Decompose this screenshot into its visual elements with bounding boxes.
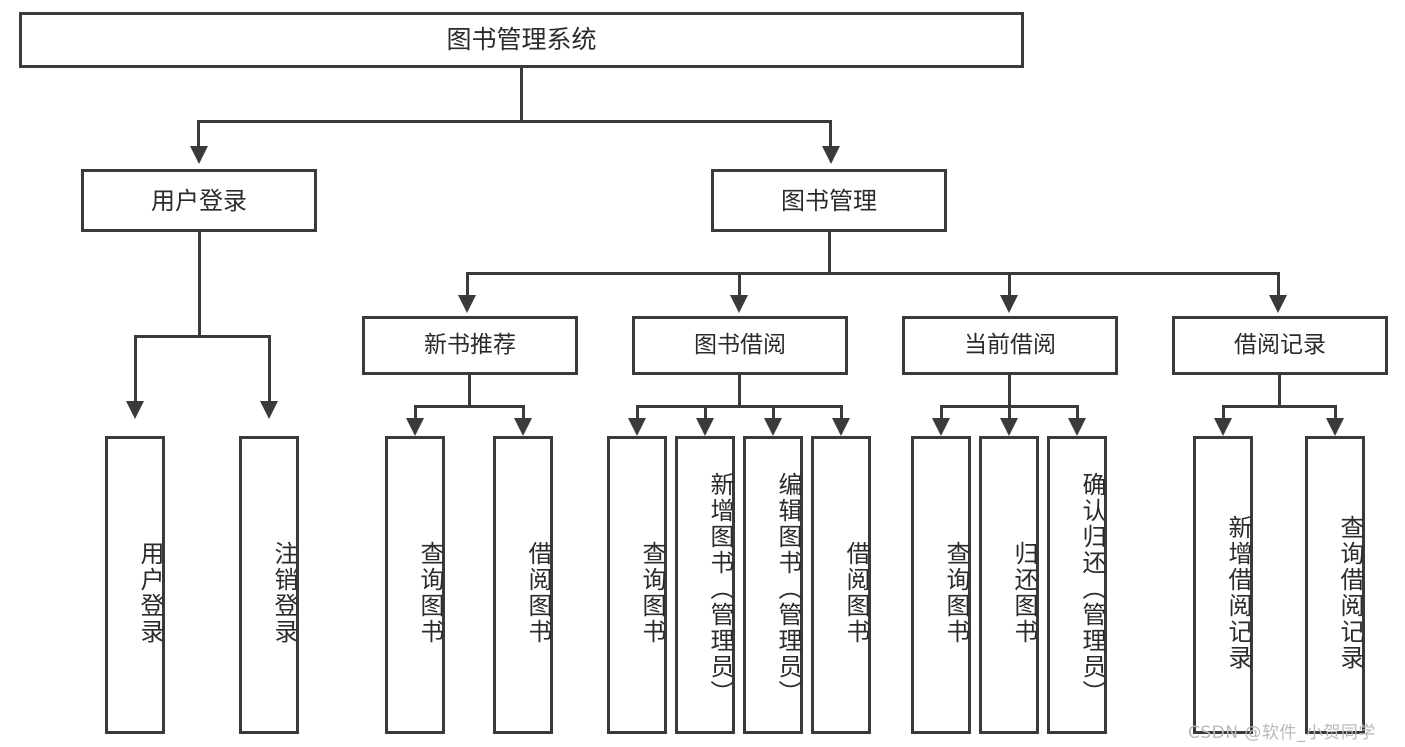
arrow-bm-to-new-book bbox=[458, 295, 476, 313]
node-current-borrow[interactable]: 当前借阅 bbox=[902, 316, 1118, 375]
leaf-book-borrow-edit-book-admin[interactable]: 编辑图书（管理员） bbox=[743, 436, 803, 734]
arrow-current-borrow-to-leaf-1 bbox=[1000, 418, 1018, 436]
arrow-book-borrow-to-leaf-3 bbox=[832, 418, 850, 436]
connector-current-borrow-to-leaf-1 bbox=[1008, 405, 1011, 420]
leaf-current-borrow-query-books[interactable]: 查询图书 bbox=[911, 436, 971, 734]
connector-book-borrow-stem bbox=[738, 375, 741, 405]
connector-current-borrow-to-leaf-0 bbox=[940, 405, 943, 420]
arrow-new-book-to-leaf-1 bbox=[514, 418, 532, 436]
arrow-bm-to-borrow-record bbox=[1269, 295, 1287, 313]
connector-bm-to-borrow-record bbox=[1277, 272, 1280, 297]
leaf-new-book-borrow-books[interactable]: 借阅图书 bbox=[493, 436, 553, 734]
leaf-borrow-record-add-record[interactable]: 新增借阅记录 bbox=[1193, 436, 1253, 734]
connector-new-book-to-leaf-0 bbox=[414, 405, 417, 420]
connector-book-borrow-bar bbox=[636, 405, 843, 408]
watermark-credit: CSDN @软件_小贺同学 bbox=[1188, 723, 1376, 743]
leaf-book-borrow-borrow-books[interactable]: 借阅图书 bbox=[811, 436, 871, 734]
node-book-borrow[interactable]: 图书借阅 bbox=[632, 316, 848, 375]
arrow-user-login-to-leaf-0 bbox=[126, 401, 144, 419]
node-borrow-record[interactable]: 借阅记录 bbox=[1172, 316, 1388, 375]
arrow-bm-to-current-borrow bbox=[1000, 295, 1018, 313]
connector-user-login-to-leaf-1 bbox=[268, 335, 271, 403]
arrow-borrow-record-to-leaf-1 bbox=[1326, 418, 1344, 436]
arrow-book-borrow-to-leaf-2 bbox=[764, 418, 782, 436]
arrow-book-borrow-to-leaf-0 bbox=[628, 418, 646, 436]
node-root-library-management-system[interactable]: 图书管理系统 bbox=[19, 12, 1024, 68]
connector-user-login-stem bbox=[198, 232, 201, 335]
leaf-current-borrow-return-books[interactable]: 归还图书 bbox=[979, 436, 1039, 734]
leaf-user-login-login[interactable]: 用户登录 bbox=[105, 436, 165, 734]
leaf-user-login-logout[interactable]: 注销登录 bbox=[239, 436, 299, 734]
connector-user-login-to-leaf-0 bbox=[134, 335, 137, 403]
connector-user-login-bar bbox=[134, 335, 271, 338]
connector-bm-to-current-borrow bbox=[1008, 272, 1011, 297]
arrow-bm-to-book-borrow bbox=[730, 295, 748, 313]
connector-bm-to-new-book bbox=[466, 272, 469, 297]
connector-borrow-record-bar bbox=[1222, 405, 1337, 408]
connector-root-to-user-login bbox=[197, 120, 200, 148]
connector-new-book-stem bbox=[468, 375, 471, 405]
leaf-borrow-record-query-record[interactable]: 查询借阅记录 bbox=[1305, 436, 1365, 734]
node-book-management[interactable]: 图书管理 bbox=[711, 169, 947, 232]
leaf-new-book-query-books[interactable]: 查询图书 bbox=[385, 436, 445, 734]
connector-borrow-record-to-leaf-1 bbox=[1334, 405, 1337, 420]
node-user-login[interactable]: 用户登录 bbox=[81, 169, 317, 232]
arrow-root-to-book-management bbox=[822, 146, 840, 164]
arrow-user-login-to-leaf-1 bbox=[260, 401, 278, 419]
connector-book-borrow-to-leaf-2 bbox=[772, 405, 775, 420]
leaf-book-borrow-add-book-admin[interactable]: 新增图书（管理员） bbox=[675, 436, 735, 734]
connector-current-borrow-to-leaf-2 bbox=[1076, 405, 1079, 420]
arrow-borrow-record-to-leaf-0 bbox=[1214, 418, 1232, 436]
arrow-current-borrow-to-leaf-2 bbox=[1068, 418, 1086, 436]
arrow-book-borrow-to-leaf-1 bbox=[696, 418, 714, 436]
connector-root-stem bbox=[520, 68, 523, 120]
connector-new-book-bar bbox=[414, 405, 525, 408]
connector-borrow-record-stem bbox=[1278, 375, 1281, 405]
node-new-book-recommend[interactable]: 新书推荐 bbox=[362, 316, 578, 375]
connector-borrow-record-to-leaf-0 bbox=[1222, 405, 1225, 420]
connector-root-to-book-management bbox=[829, 120, 832, 148]
connector-book-management-stem bbox=[828, 232, 831, 272]
connector-book-borrow-to-leaf-0 bbox=[636, 405, 639, 420]
leaf-current-borrow-confirm-return-admin[interactable]: 确认归还（管理员） bbox=[1047, 436, 1107, 734]
connector-book-management-bar bbox=[466, 272, 1280, 275]
arrow-root-to-user-login bbox=[190, 146, 208, 164]
arrow-new-book-to-leaf-0 bbox=[406, 418, 424, 436]
connector-current-borrow-stem bbox=[1008, 375, 1011, 405]
connector-book-borrow-to-leaf-3 bbox=[840, 405, 843, 420]
arrow-current-borrow-to-leaf-0 bbox=[932, 418, 950, 436]
connector-root-bar bbox=[197, 120, 832, 123]
connector-new-book-to-leaf-1 bbox=[522, 405, 525, 420]
connector-bm-to-book-borrow bbox=[738, 272, 741, 297]
leaf-book-borrow-query-books[interactable]: 查询图书 bbox=[607, 436, 667, 734]
connector-book-borrow-to-leaf-1 bbox=[704, 405, 707, 420]
